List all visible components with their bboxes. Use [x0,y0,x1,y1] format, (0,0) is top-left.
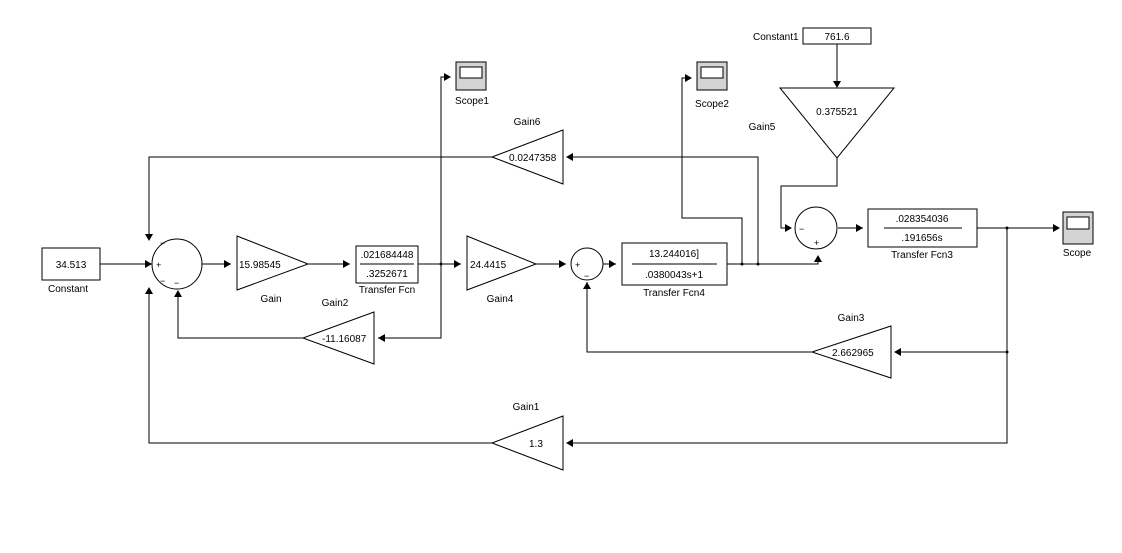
arrow-into-sum3-left [785,224,792,232]
gain3-value: 2.662965 [832,348,874,359]
signal-wires [100,44,1057,444]
sum1-sign-bottom: − [174,278,179,288]
tf4-numerator: 13.244016] [649,249,699,260]
gain-value: 15.98545 [239,260,281,271]
arrow-into-gain4 [454,260,461,268]
constant1-label: Constant1 [753,32,799,43]
arrow-into-sum1-top [145,234,153,241]
sum1-sign-left: + [156,260,161,270]
gain3-block[interactable]: 2.662965 Gain3 [810,313,892,379]
arrow-into-sum2 [559,260,566,268]
sum1-block[interactable]: − + − − [151,238,203,290]
wire-tf4-to-sum3 [727,256,819,265]
arrow-into-tf4 [609,260,616,268]
branch-point [439,262,443,266]
arrow-into-gain3 [894,348,901,356]
sum1-sign-lower: − [160,276,165,286]
branch-point [740,262,744,266]
branch-point [1005,226,1009,230]
scope-label: Scope [1063,248,1092,259]
wire-gain5-to-sum3 [780,158,838,229]
arrow-into-gain [224,260,231,268]
sum3-sign-left: − [799,224,804,234]
wire-tf-to-scope1 [440,76,450,264]
gain1-block[interactable]: 1.3 Gain1 [490,402,564,471]
wire-gain1-to-sum1 [148,288,492,444]
wire-tf3-to-gain1 [568,228,1008,444]
arrow-into-sum3-bottom [814,255,822,262]
gain6-value: 0.0247358 [509,153,557,164]
wire-tf4-to-gain6 [567,156,759,264]
scope1-label: Scope1 [455,96,489,107]
constant-value: 34.513 [56,260,87,271]
arrow-into-sum1-bottom [174,290,182,297]
constant1-block[interactable]: 761.6 Constant1 [753,27,872,45]
gain2-block[interactable]: -11.16087 Gain2 [301,298,375,365]
arrow-into-tf [343,260,350,268]
constant1-value: 761.6 [824,32,849,43]
tf3-denominator: .191656s [901,233,942,244]
arrow-into-gain5 [833,81,841,88]
gain5-label: Gain5 [749,122,776,133]
wire-gain2-to-sum1 [177,291,303,339]
tf4-label: Transfer Fcn4 [643,288,705,299]
gain6-block[interactable]: 0.0247358 Gain6 [490,117,564,185]
constant-label: Constant [48,284,88,295]
scope2-block[interactable]: Scope2 [695,61,729,110]
gain1-value: 1.3 [529,439,543,450]
tf3-numerator: .028354036 [896,214,949,225]
arrow-into-scope1 [444,73,451,81]
tf-label: Transfer Fcn [359,285,415,296]
arrow-into-gain6 [566,153,573,161]
gain4-value: 24.4415 [470,260,507,271]
tf-denominator: .3252671 [366,269,408,280]
scope-block[interactable]: Scope [1062,211,1094,259]
arrow-into-scope [1053,224,1060,232]
sum1-sign-top: − [160,238,165,248]
arrow-into-gain2 [378,334,385,342]
sum3-sign-bottom: + [814,238,819,248]
gain-block[interactable]: 15.98545 Gain [236,235,310,305]
gain5-value: 0.375521 [816,107,858,118]
wire-gain3-to-sum2 [586,282,812,353]
branch-points [439,226,1009,354]
wire-tf-to-gain2 [378,264,442,339]
tf3-label: Transfer Fcn3 [891,250,953,261]
gain-label: Gain [260,294,281,305]
gain1-label: Gain1 [513,402,540,413]
sum3-block[interactable]: − + [794,206,838,250]
scope2-label: Scope2 [695,99,729,110]
arrow-into-sum1-lower [145,287,153,294]
arrow-into-tf3 [856,224,863,232]
tf4-denominator: .0380043s+1 [645,270,704,281]
gain4-block[interactable]: 24.4415 Gain4 [466,235,538,305]
branch-point [756,262,760,266]
transfer-fcn4-block[interactable]: 13.244016] .0380043s+1 Transfer Fcn4 [621,242,728,299]
arrow-into-sum1-main [145,260,152,268]
gain6-label: Gain6 [514,117,541,128]
constant-block[interactable]: 34.513 Constant [41,247,101,295]
scope1-block[interactable]: Scope1 [455,61,489,107]
gain2-value: -11.16087 [322,334,367,345]
wire-gain6-to-sum1 [148,156,492,240]
transfer-fcn3-block[interactable]: .028354036 .191656s Transfer Fcn3 [867,208,978,261]
gain2-label: Gain2 [322,298,349,309]
arrow-into-gain1 [566,439,573,447]
arrow-into-sum2-bottom [583,282,591,289]
gain4-label: Gain4 [487,294,514,305]
sum2-sign-left: + [575,260,580,270]
sum2-block[interactable]: + − [570,247,604,281]
tf-numerator: .021684448 [361,250,414,261]
gain3-label: Gain3 [838,313,865,324]
gain5-block[interactable]: 0.375521 Gain5 [749,87,896,159]
arrow-into-scope2 [685,74,692,82]
wire-arrowheads [145,73,1060,447]
branch-point [1005,350,1009,354]
transfer-fcn-block[interactable]: .021684448 .3252671 Transfer Fcn [355,245,419,296]
sum2-sign-bottom: − [584,271,589,281]
